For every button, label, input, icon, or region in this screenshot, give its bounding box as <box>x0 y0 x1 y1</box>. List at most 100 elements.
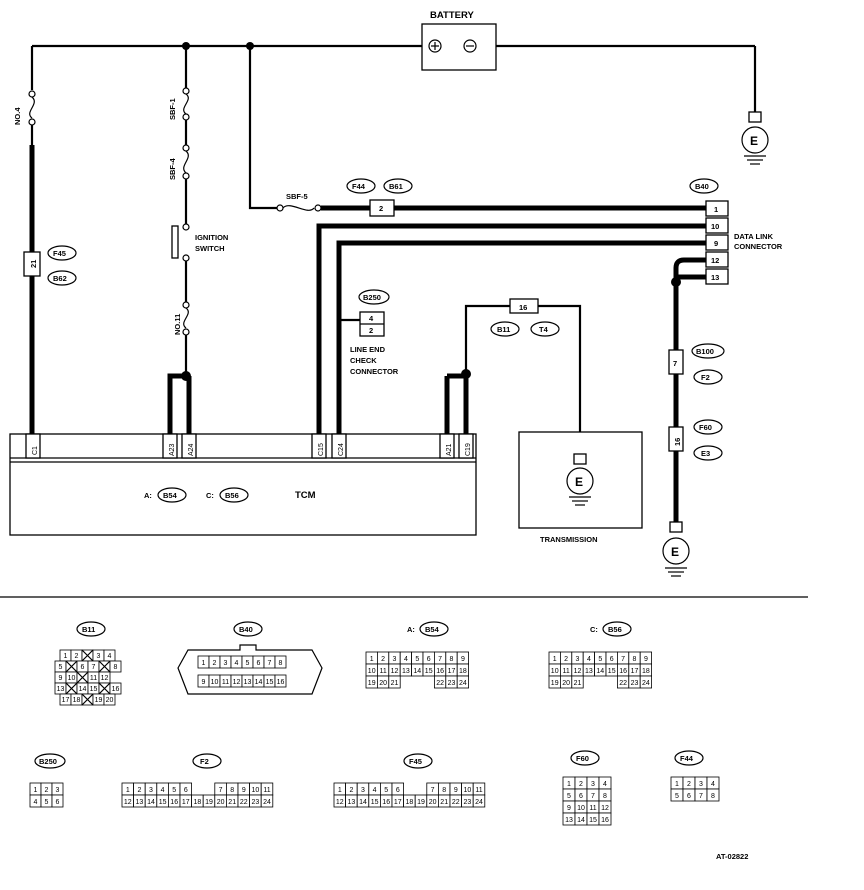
pin-number: 20 <box>379 680 387 687</box>
pin-number: 19 <box>368 680 376 687</box>
pin-number: 9 <box>242 787 246 794</box>
svg-text:B54: B54 <box>163 491 178 500</box>
transmission-box <box>518 431 643 529</box>
pin-number: 12 <box>124 799 132 806</box>
pin-number: 10 <box>464 787 472 794</box>
battery: BATTERY <box>421 10 497 71</box>
pin-number: 3 <box>591 781 595 788</box>
svg-text:F60: F60 <box>699 423 712 432</box>
svg-text:F44: F44 <box>680 754 694 763</box>
svg-text:B61: B61 <box>389 182 403 191</box>
pin-cell <box>51 794 64 808</box>
fuse-no11-icon <box>182 301 190 336</box>
callout-f45: F45 <box>47 245 77 261</box>
svg-text:13: 13 <box>711 273 719 282</box>
pin-number: 15 <box>159 799 167 806</box>
pin-number: 2 <box>349 787 353 794</box>
pin-cell <box>274 655 287 669</box>
pin-number: 2 <box>45 787 49 794</box>
pin-number: 8 <box>114 664 118 671</box>
pin-number: 9 <box>461 656 465 663</box>
pin-number: 6 <box>257 660 261 667</box>
pin-number: 6 <box>427 656 431 663</box>
blank-pin-cross <box>76 671 89 684</box>
svg-text:E: E <box>750 134 758 148</box>
pin-number: 6 <box>81 664 85 671</box>
fuse-no4-icon <box>28 90 36 126</box>
pin-number: 13 <box>585 668 593 675</box>
pin-number: 4 <box>587 656 591 663</box>
pin-number: 18 <box>642 668 650 675</box>
svg-text:IGNITION: IGNITION <box>195 233 228 242</box>
blank-pin-cross <box>81 693 94 706</box>
pin-number: 23 <box>631 680 639 687</box>
pin-number: 21 <box>228 799 236 806</box>
svg-text:B56: B56 <box>225 491 239 500</box>
pin-number: 4 <box>373 787 377 794</box>
pin-number: 5 <box>172 787 176 794</box>
pin-number: 4 <box>404 656 408 663</box>
svg-text:12: 12 <box>711 256 719 265</box>
callout-b61: B61 <box>383 178 413 194</box>
pin-cell <box>260 794 274 808</box>
pin-number: 5 <box>384 787 388 794</box>
svg-text:B250: B250 <box>39 757 57 766</box>
pin-number: 14 <box>79 686 87 693</box>
callout-f2: F2 <box>693 369 723 385</box>
pin-number: 1 <box>338 787 342 794</box>
pin-cell <box>388 675 401 689</box>
pin-number: 23 <box>464 799 472 806</box>
pin-number: 13 <box>348 799 356 806</box>
pin-number: 9 <box>644 656 648 663</box>
pin-cell <box>639 675 653 689</box>
pin-number: 14 <box>255 679 263 686</box>
pin-number: 12 <box>101 675 109 682</box>
pin-number: 10 <box>368 668 376 675</box>
pin-number: 10 <box>551 668 559 675</box>
pin-cell <box>571 675 584 689</box>
svg-text:21: 21 <box>29 260 38 268</box>
pin-number: 19 <box>205 799 213 806</box>
pin-cell <box>103 693 116 706</box>
callout-b62: B62 <box>47 270 77 286</box>
svg-text:E3: E3 <box>701 449 710 458</box>
pin-number: 21 <box>574 680 582 687</box>
svg-text:LINE END: LINE END <box>350 345 386 354</box>
pin-number: 17 <box>182 799 190 806</box>
pin-number: 5 <box>246 660 250 667</box>
pin-number: 19 <box>95 697 103 704</box>
blank-pin-cross <box>65 660 78 673</box>
pin-number: 11 <box>379 668 386 675</box>
svg-text:F45: F45 <box>409 757 422 766</box>
svg-text:CONNECTOR: CONNECTOR <box>734 242 783 251</box>
svg-text:F2: F2 <box>200 757 209 766</box>
pin-number: 13 <box>402 668 410 675</box>
pin-number: 14 <box>577 817 585 824</box>
tcm-label: TCM <box>295 490 316 501</box>
ground-icon: E <box>662 521 690 577</box>
pin-number: 3 <box>361 787 365 794</box>
pin-number: 7 <box>92 664 96 671</box>
svg-text:F2: F2 <box>701 373 710 382</box>
pin-number: 3 <box>699 781 703 788</box>
pin-number: 13 <box>244 679 252 686</box>
svg-text:E: E <box>671 545 679 559</box>
pin-number: 15 <box>90 686 98 693</box>
ground-icon: E <box>566 453 594 506</box>
pin-number: 20 <box>217 799 225 806</box>
pin-number: 17 <box>394 799 402 806</box>
transmission-label: TRANSMISSION <box>540 535 598 544</box>
pin-number: 13 <box>57 686 65 693</box>
pin-number: 14 <box>147 799 155 806</box>
pin-number: 6 <box>610 656 614 663</box>
pin-number: 2 <box>381 656 385 663</box>
svg-text:A:: A: <box>144 491 152 500</box>
pin-number: 8 <box>230 787 234 794</box>
pin-number: 8 <box>442 787 446 794</box>
callout-f60: F60 <box>693 419 723 435</box>
pin-number: 24 <box>263 799 271 806</box>
pin-number: 9 <box>202 679 206 686</box>
